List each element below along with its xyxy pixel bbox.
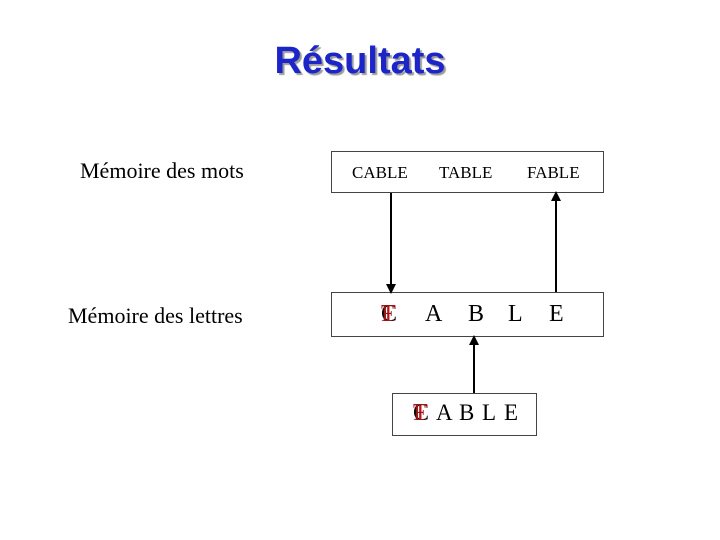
stimulus-box: C T F A B L E <box>392 393 537 436</box>
overlap-letter-c: C <box>381 301 398 327</box>
letter-memory-label: Mémoire des lettres <box>68 303 243 328</box>
overlapping-first-letter: C T F <box>381 301 401 329</box>
letter-a: A <box>425 301 443 327</box>
stimulus-overlap-letter-t: T <box>413 400 428 426</box>
stimulus-letter-l: L <box>482 400 497 425</box>
overlap-letter-t: T <box>381 301 396 327</box>
stimulus-letter-a: A <box>436 400 453 425</box>
stimulus-overlap-letter-f: F <box>413 400 427 426</box>
word-memory-label: Mémoire des mots <box>80 158 244 183</box>
letter-e: E <box>549 301 564 327</box>
word-table: TABLE <box>439 163 493 182</box>
letter-b: B <box>468 301 485 327</box>
stimulus-overlap-letter-c: C <box>413 400 430 426</box>
letter-memory-box: C T F A B L E <box>331 292 604 337</box>
overlap-letter-f: F <box>381 301 395 327</box>
word-cable: CABLE <box>352 163 408 182</box>
word-fable: FABLE <box>527 163 580 182</box>
page-title: Résultats <box>274 40 446 82</box>
stimulus-letter-b: B <box>459 400 475 425</box>
word-memory-box: CABLE TABLE FABLE <box>331 151 604 193</box>
stimulus-letter-e: E <box>504 400 519 425</box>
letter-l: L <box>508 301 523 327</box>
stimulus-overlapping-first-letter: C T F <box>413 400 433 428</box>
